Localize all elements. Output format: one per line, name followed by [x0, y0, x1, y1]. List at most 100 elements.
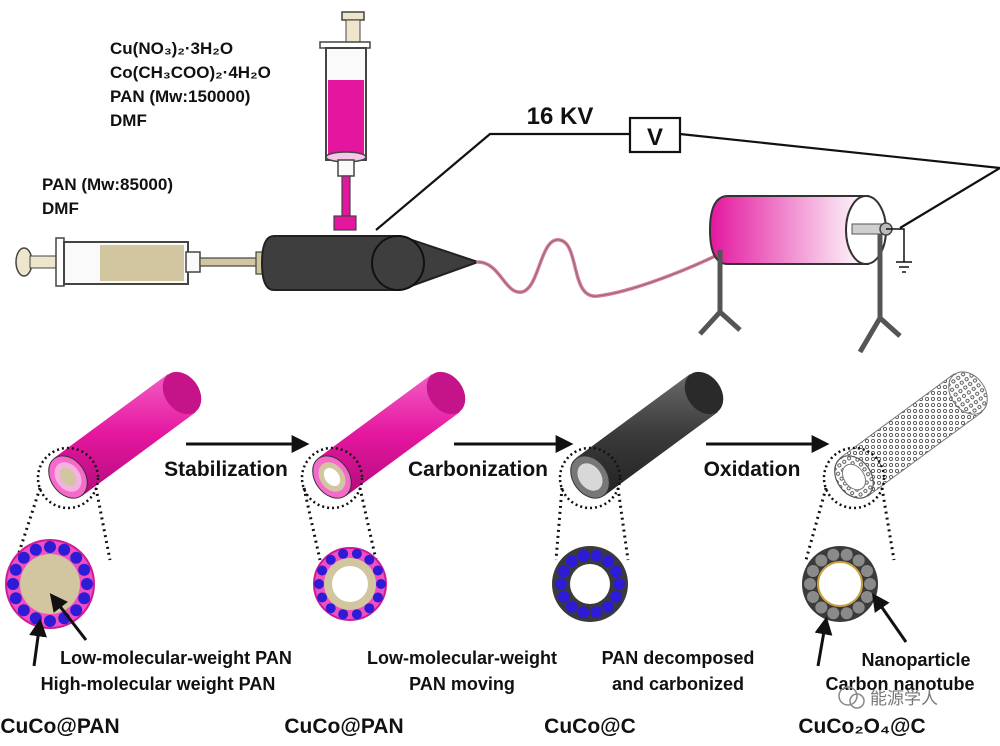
svg-text:PAN (Mw:150000): PAN (Mw:150000) [110, 87, 250, 106]
stage4-desc-line1: Nanoparticle [861, 650, 970, 670]
particle [372, 592, 383, 603]
voltage-circuit [375, 132, 1000, 231]
inner-solution-labels: Cu(NO₃)₂·3H₂O Co(CH₃COO)₂·4H₂O PAN (Mw:1… [110, 39, 271, 130]
stage3-desc-line2: and carbonized [612, 674, 744, 694]
particle [317, 565, 328, 576]
particle [807, 591, 819, 603]
fiber-jet-core [477, 231, 761, 297]
svg-text:DMF: DMF [42, 199, 79, 218]
fiber-stage-1 [36, 371, 202, 510]
particle [840, 548, 853, 561]
pointer-arrows [29, 593, 908, 667]
svg-text:Cu(NO₃)₂·3H₂O: Cu(NO₃)₂·3H₂O [110, 39, 233, 58]
svg-text:能源学人: 能源学人 [870, 689, 938, 709]
particle [9, 592, 22, 605]
particle [9, 563, 22, 576]
stage1-title: CuCo@PAN [0, 715, 119, 738]
watermark: 能源学人 [838, 686, 938, 709]
particle [78, 592, 91, 605]
particle [44, 615, 56, 627]
particle [81, 578, 93, 590]
svg-text:DMF: DMF [110, 111, 147, 130]
particle [17, 604, 30, 617]
horizontal-syringe [15, 237, 269, 287]
particle [815, 554, 828, 567]
cross-section-4 [802, 546, 878, 622]
voltmeter-box [628, 116, 682, 154]
particle [29, 543, 42, 556]
stage1-desc-line2: High-molecular weight PAN [41, 674, 276, 694]
particle [577, 549, 590, 562]
particle [815, 601, 828, 614]
particle [351, 609, 362, 620]
spinneret [260, 235, 482, 291]
particle [861, 591, 873, 603]
particle [861, 565, 873, 577]
particle [827, 548, 840, 561]
stage3-desc-line1: PAN decomposed [602, 648, 755, 668]
stage4-desc-line2: Carbon nanotube [826, 674, 975, 694]
outer-solution-labels: PAN (Mw:85000) DMF [42, 175, 173, 218]
particle [364, 603, 375, 614]
stage2-desc-line2: PAN moving [409, 674, 515, 694]
collector-drum [698, 195, 912, 354]
voltmeter-label: V [647, 124, 663, 151]
particle [610, 565, 623, 578]
cross-section-3 [552, 546, 628, 622]
particle [351, 548, 362, 559]
particle [557, 565, 570, 578]
stage2-title: CuCo@PAN [284, 715, 403, 738]
stage4-title: CuCo₂O₄@C [798, 715, 925, 738]
particle [827, 607, 840, 620]
svg-text:PAN (Mw:85000): PAN (Mw:85000) [42, 175, 173, 194]
particle [314, 579, 324, 589]
voltage-label: 16 KV [527, 103, 594, 130]
particle [78, 563, 91, 576]
step-oxidation: Oxidation [704, 458, 801, 481]
particle [70, 604, 83, 617]
particle [364, 554, 375, 565]
fiber-stage-2 [300, 371, 466, 510]
particle [590, 549, 603, 562]
particle [590, 606, 603, 619]
stage1-desc-line1: Low-molecular-weight PAN [60, 648, 292, 668]
particle [372, 565, 383, 576]
particle [807, 565, 819, 577]
particle [852, 601, 865, 614]
stage3-title: CuCo@C [544, 715, 636, 738]
cross-section-1 [5, 539, 95, 629]
wechat-icon [838, 686, 858, 706]
particle [555, 578, 567, 590]
particle [44, 541, 56, 553]
stage2-desc-line1: Low-molecular-weight [367, 648, 557, 668]
particle [840, 607, 853, 620]
vertical-syringe [319, 11, 371, 231]
step-carbonization: Carbonization [408, 458, 548, 481]
particle [565, 600, 578, 613]
particle [17, 551, 30, 564]
particle [317, 592, 328, 603]
particle [338, 609, 349, 620]
cross-section-2 [313, 547, 387, 621]
particle [58, 543, 71, 556]
particle [804, 578, 816, 590]
particle [864, 578, 876, 590]
zoom-lines [12, 487, 896, 569]
svg-text:Co(CH₃COO)₂·4H₂O: Co(CH₃COO)₂·4H₂O [110, 63, 271, 82]
particle [325, 554, 336, 565]
particle [338, 548, 349, 559]
particle [70, 551, 83, 564]
particle [610, 590, 623, 603]
particle [376, 579, 386, 589]
step-stabilization: Stabilization [164, 458, 288, 481]
particle [577, 606, 590, 619]
particle [852, 554, 865, 567]
fiber-stage-3 [558, 371, 724, 510]
particle [565, 555, 578, 568]
particle [557, 590, 570, 603]
particle [7, 578, 19, 590]
particle [602, 600, 615, 613]
fiber-stage-4 [822, 371, 988, 510]
particle [602, 555, 615, 568]
